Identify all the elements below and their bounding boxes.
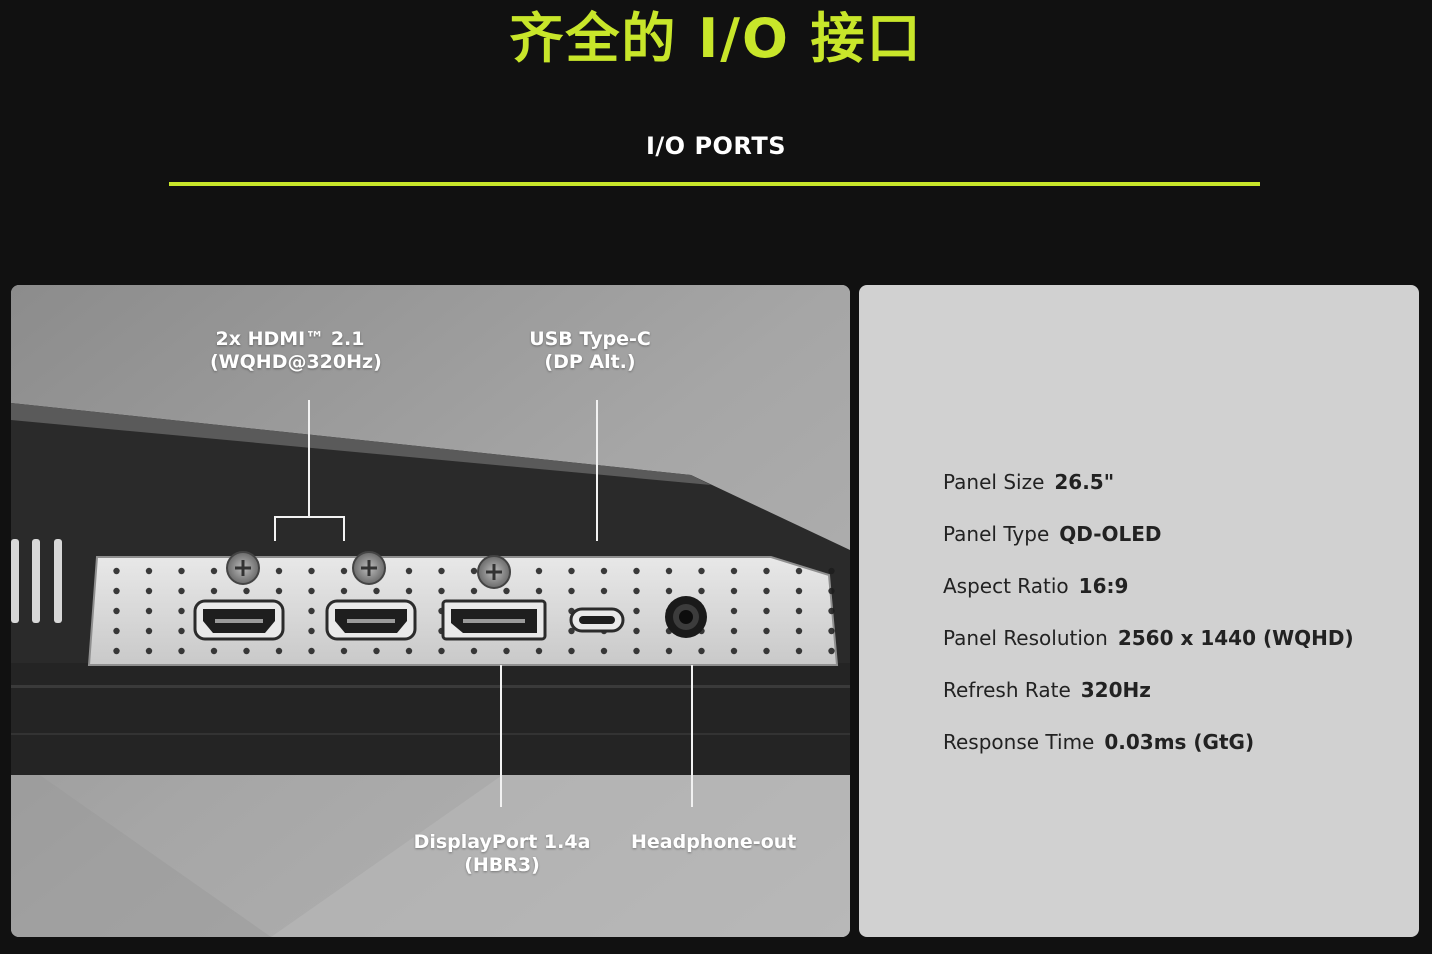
spec-label: Panel Resolution [943, 626, 1108, 650]
spec-row-aspect-ratio: Aspect Ratio 16:9 [943, 569, 1354, 621]
spec-row-panel-size: Panel Size 26.5" [943, 465, 1354, 517]
headphone-label-text: Headphone-out [631, 831, 797, 853]
spec-row-response-time: Response Time 0.03ms (GtG) [943, 725, 1354, 777]
usbc-port-label: USB Type-C (DP Alt.) [520, 328, 660, 374]
dp-label-line2: (HBR3) [464, 854, 540, 876]
spec-panel: Panel Size 26.5" Panel Type QD-OLED Aspect… [859, 285, 1419, 937]
spec-label: Panel Type [943, 522, 1050, 546]
spec-label: Refresh Rate [943, 678, 1071, 702]
page-title: 齐全的 I/O 接口 [509, 7, 923, 70]
headphone-label: Headphone-out [631, 831, 797, 854]
monitor-rear-illustration [11, 285, 850, 937]
spec-value: 0.03ms (GtG) [1104, 730, 1255, 754]
spec-value: 26.5" [1054, 470, 1115, 494]
spec-row-panel-type: Panel Type QD-OLED [943, 517, 1354, 569]
spec-row-panel-resolution: Panel Resolution 2560 x 1440 (WQHD) [943, 621, 1354, 673]
spec-value: 16:9 [1078, 574, 1129, 598]
tab-io-ports[interactable]: I/O PORTS [645, 132, 786, 160]
hdmi-label-line2: (WQHD@320Hz) [210, 351, 382, 373]
usbc-label-line1: USB Type-C [529, 328, 651, 350]
hdmi-port-label: 2x HDMI™ 2.1 (WQHD@320Hz) [210, 328, 382, 374]
spec-value: QD-OLED [1059, 522, 1162, 546]
hdmi-label-line1: 2x HDMI™ 2.1 [215, 328, 365, 350]
tab-active-indicator [169, 182, 1260, 186]
io-ports-image: 2x HDMI™ 2.1 (WQHD@320Hz) USB Type-C (DP… [11, 285, 850, 937]
usbc-label-line2: (DP Alt.) [544, 351, 636, 373]
spec-value: 320Hz [1080, 678, 1151, 702]
spec-label: Aspect Ratio [943, 574, 1069, 598]
spec-value: 2560 x 1440 (WQHD) [1117, 626, 1354, 650]
spec-row-refresh-rate: Refresh Rate 320Hz [943, 673, 1354, 725]
displayport-label: DisplayPort 1.4a (HBR3) [411, 831, 593, 877]
dp-label-line1: DisplayPort 1.4a [413, 831, 591, 853]
spec-list: Panel Size 26.5" Panel Type QD-OLED Aspect… [943, 465, 1354, 777]
spec-label: Response Time [943, 730, 1095, 754]
spec-label: Panel Size [943, 470, 1045, 494]
